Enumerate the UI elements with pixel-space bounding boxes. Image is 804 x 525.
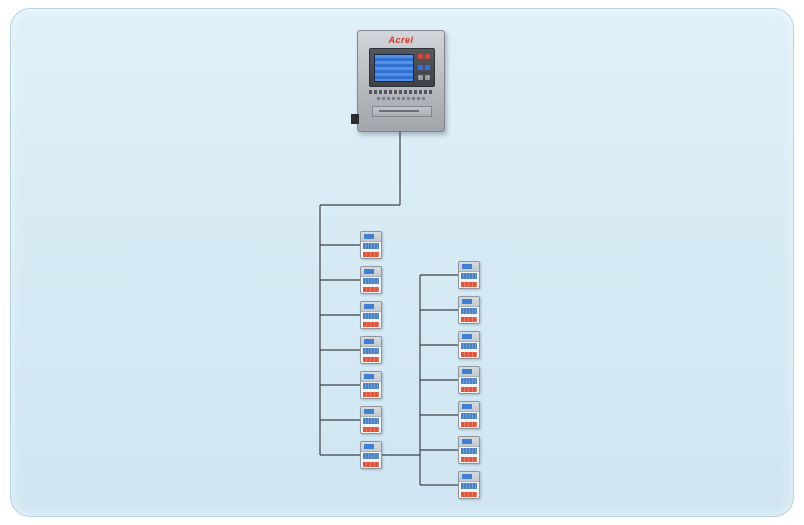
module-face xyxy=(459,367,479,377)
module-display-icon xyxy=(462,299,472,304)
power-sensor-module xyxy=(458,471,480,499)
keypad-button-blue xyxy=(425,64,430,70)
host-label-text xyxy=(369,90,433,94)
module-face xyxy=(459,332,479,342)
module-label-blue xyxy=(363,383,379,389)
acrel-logo: Acrel xyxy=(388,35,414,45)
module-display-icon xyxy=(364,409,374,414)
keypad-button-blue xyxy=(418,64,423,70)
module-label-red xyxy=(461,387,477,392)
module-display-icon xyxy=(364,234,374,239)
module-label-red xyxy=(363,462,379,467)
keypad-button-gray xyxy=(425,75,430,80)
power-sensor-module xyxy=(458,261,480,289)
module-face xyxy=(361,337,381,347)
power-sensor-module xyxy=(360,371,382,399)
module-label-blue xyxy=(363,313,379,319)
power-sensor-module xyxy=(458,366,480,394)
module-label-red xyxy=(461,457,477,462)
module-label-red xyxy=(461,352,477,357)
power-monitor-host: Acrel xyxy=(351,30,445,132)
module-label-red xyxy=(363,427,379,432)
module-face xyxy=(361,232,381,242)
module-label-blue xyxy=(363,278,379,284)
module-display-icon xyxy=(462,474,472,479)
module-face xyxy=(361,407,381,417)
module-display-icon xyxy=(462,334,472,339)
power-sensor-module xyxy=(360,301,382,329)
module-label-blue xyxy=(363,418,379,424)
module-label-red xyxy=(461,282,477,287)
module-label-blue xyxy=(363,348,379,354)
module-display-icon xyxy=(462,439,472,444)
module-face xyxy=(361,442,381,452)
module-label-red xyxy=(363,357,379,362)
module-face xyxy=(459,297,479,307)
power-sensor-module xyxy=(458,436,480,464)
module-label-red xyxy=(363,252,379,257)
module-label-blue xyxy=(461,378,477,384)
module-label-blue xyxy=(461,483,477,489)
module-display-icon xyxy=(364,374,374,379)
module-face xyxy=(361,302,381,312)
power-sensor-module xyxy=(458,331,480,359)
host-slot-slit xyxy=(379,110,419,112)
module-label-blue xyxy=(461,343,477,349)
wiring-path xyxy=(319,130,458,486)
module-display-icon xyxy=(364,339,374,344)
module-label-blue xyxy=(461,273,477,279)
module-label-red xyxy=(461,422,477,427)
module-face xyxy=(361,372,381,382)
module-label-blue xyxy=(461,308,477,314)
power-sensor-module xyxy=(360,441,382,469)
keypad-buttons xyxy=(417,54,431,80)
module-label-blue xyxy=(363,453,379,459)
mounting-bracket xyxy=(351,114,359,124)
module-display-icon xyxy=(462,264,472,269)
module-label-red xyxy=(363,322,379,327)
module-label-red xyxy=(363,392,379,397)
module-display-icon xyxy=(364,444,374,449)
power-sensor-module xyxy=(360,336,382,364)
module-label-blue xyxy=(363,243,379,249)
host-sublabel-text xyxy=(377,97,425,100)
module-label-red xyxy=(363,287,379,292)
module-display-icon xyxy=(462,404,472,409)
module-face xyxy=(459,472,479,482)
module-display-icon xyxy=(364,304,374,309)
module-label-blue xyxy=(461,413,477,419)
module-face xyxy=(459,262,479,272)
power-sensor-module xyxy=(360,266,382,294)
power-sensor-module xyxy=(360,406,382,434)
module-display-icon xyxy=(462,369,472,374)
keypad-button-red xyxy=(425,54,430,59)
module-face xyxy=(361,267,381,277)
module-face xyxy=(459,437,479,447)
module-label-blue xyxy=(461,448,477,454)
lcd-screen xyxy=(374,54,414,82)
module-display-icon xyxy=(364,269,374,274)
module-face xyxy=(459,402,479,412)
power-sensor-module xyxy=(458,401,480,429)
module-label-red xyxy=(461,492,477,497)
host-card-slot xyxy=(372,106,432,117)
keypad-button-red xyxy=(418,54,423,59)
module-label-red xyxy=(461,317,477,322)
power-sensor-module xyxy=(458,296,480,324)
power-sensor-module xyxy=(360,231,382,259)
keypad-button-gray xyxy=(418,75,423,80)
display-bezel xyxy=(369,48,435,87)
